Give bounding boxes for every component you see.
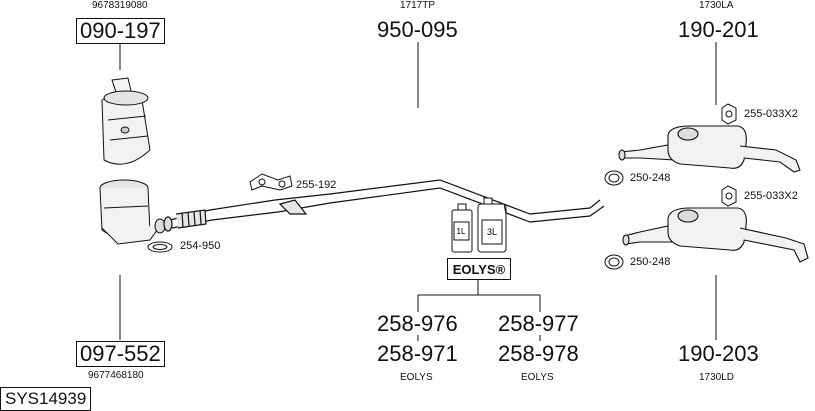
ref-top-left: 9678319080 bbox=[92, 0, 148, 11]
part-code-clamp-right-top[interactable]: 250-248 bbox=[630, 172, 671, 184]
hanger-mid-icon bbox=[249, 173, 293, 191]
rubber-bottom-icon bbox=[721, 185, 737, 207]
part-code-clamp-right-bottom[interactable]: 250-248 bbox=[630, 256, 671, 268]
part-code-right-top[interactable]: 190-201 bbox=[678, 17, 759, 42]
ref-right-bottom: 1730LD bbox=[699, 372, 735, 383]
ref-mid: 1717TP bbox=[400, 0, 436, 11]
eolys-label: EOLYS® bbox=[447, 258, 511, 280]
part-code-eolys-b1[interactable]: 258-977 bbox=[498, 311, 579, 336]
ref-right-top: 1730LA bbox=[699, 0, 734, 11]
bottle-large-label: 3L bbox=[487, 227, 497, 237]
part-code-clamp-mid[interactable]: 255-192 bbox=[296, 179, 337, 191]
bottle-small-label: 1L bbox=[457, 227, 466, 236]
middle-pipe bbox=[163, 179, 605, 232]
part-code-right-bottom[interactable]: 190-203 bbox=[678, 341, 759, 366]
part-code-eolys-a1[interactable]: 258-976 bbox=[377, 311, 458, 336]
part-code-bottom-left[interactable]: 097-552 bbox=[76, 341, 165, 367]
ref-bottom-left: 9677468180 bbox=[88, 370, 144, 381]
catalyst-upper bbox=[101, 77, 151, 165]
rear-silencer-top bbox=[618, 125, 801, 173]
part-code-rubber-top[interactable]: 255-033X2 bbox=[744, 108, 798, 120]
clamp-right-bottom-icon bbox=[604, 254, 624, 270]
part-code-eolys-a2[interactable]: 258-971 bbox=[377, 341, 458, 366]
eolys-bottles-icon bbox=[451, 197, 507, 253]
part-code-rubber-bottom[interactable]: 255-033X2 bbox=[744, 190, 798, 202]
part-code-clamp-left[interactable]: 254-950 bbox=[180, 240, 221, 252]
rear-silencer-bottom bbox=[622, 207, 809, 263]
eolys-a-note: EOLYS bbox=[400, 372, 433, 383]
rubber-top-icon bbox=[721, 103, 737, 125]
system-code: SYS14939 bbox=[0, 387, 92, 411]
part-code-eolys-b2[interactable]: 258-978 bbox=[498, 341, 579, 366]
clamp-left-icon bbox=[147, 241, 173, 253]
part-code-mid[interactable]: 950-095 bbox=[377, 17, 458, 42]
catalyst-lower bbox=[99, 179, 166, 245]
eolys-b-note: EOLYS bbox=[521, 372, 554, 383]
part-code-top-left[interactable]: 090-197 bbox=[76, 18, 165, 44]
clamp-right-top-icon bbox=[604, 170, 624, 186]
